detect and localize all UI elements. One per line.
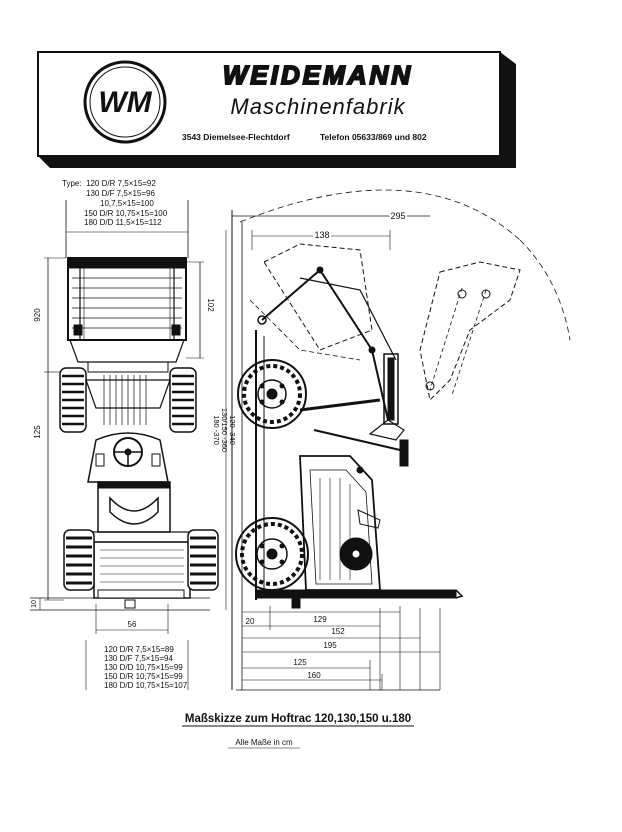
logo: WM bbox=[83, 60, 167, 144]
dim-20: 20 bbox=[246, 617, 255, 626]
company-name: WEIDEMANN bbox=[223, 60, 413, 90]
dim-stack-line: 130/150 -360 bbox=[220, 408, 229, 452]
side-view bbox=[225, 189, 571, 691]
bottom-line: 120 D/R 7,5×15=89 bbox=[104, 645, 174, 654]
dim-138: 138 bbox=[314, 230, 329, 240]
dim-195: 195 bbox=[323, 641, 337, 650]
dim-102: 102 bbox=[206, 298, 215, 312]
dim-152: 152 bbox=[331, 627, 345, 636]
dim-125-bottom: 125 bbox=[293, 658, 307, 667]
type-line: 120 D/R 7,5×15=92 bbox=[86, 179, 156, 188]
company-address: 3543 Diemelsee-Flechtdorf bbox=[182, 132, 290, 142]
bottom-line: 180 D/D 10,75×15=107 bbox=[104, 681, 188, 690]
caption-note: Alle Maße in cm bbox=[235, 738, 293, 747]
type-line: 130 D/F 7,5×15=96 bbox=[86, 189, 155, 198]
dim-125-left: 125 bbox=[33, 425, 42, 439]
caption-title: Maßskizze zum Hoftrac 120,130,150 u.180 bbox=[185, 713, 411, 725]
dim-56: 56 bbox=[128, 620, 137, 629]
type-line: 10,7,5×15=100 bbox=[100, 199, 154, 208]
dim-10: 10 bbox=[31, 600, 38, 608]
type-line: 180 D/D 11,5×15=112 bbox=[84, 218, 162, 227]
bottom-line: 150 D/R 10,75×15=99 bbox=[104, 672, 183, 681]
company-subtitle: Maschinenfabrik bbox=[230, 94, 405, 119]
bottom-line: 130 D/F 7,5×15=94 bbox=[104, 654, 173, 663]
dim-stack-line: 120 -340 bbox=[228, 415, 237, 445]
type-label: Type: bbox=[62, 179, 82, 188]
type-line: 150 D/R 10,75×15=100 bbox=[84, 209, 168, 218]
front-view bbox=[30, 200, 219, 690]
company-phone: Telefon 05633/869 und 802 bbox=[320, 132, 427, 142]
dim-160: 160 bbox=[307, 671, 321, 680]
logo-letters: WM bbox=[98, 86, 152, 119]
dim-920: 920 bbox=[33, 308, 42, 322]
dim-295: 295 bbox=[390, 211, 405, 221]
dim-129: 129 bbox=[313, 615, 327, 624]
bottom-line: 130 D/D 10,75×15=99 bbox=[104, 663, 183, 672]
dim-stack-line: 180 -370 bbox=[212, 415, 221, 445]
